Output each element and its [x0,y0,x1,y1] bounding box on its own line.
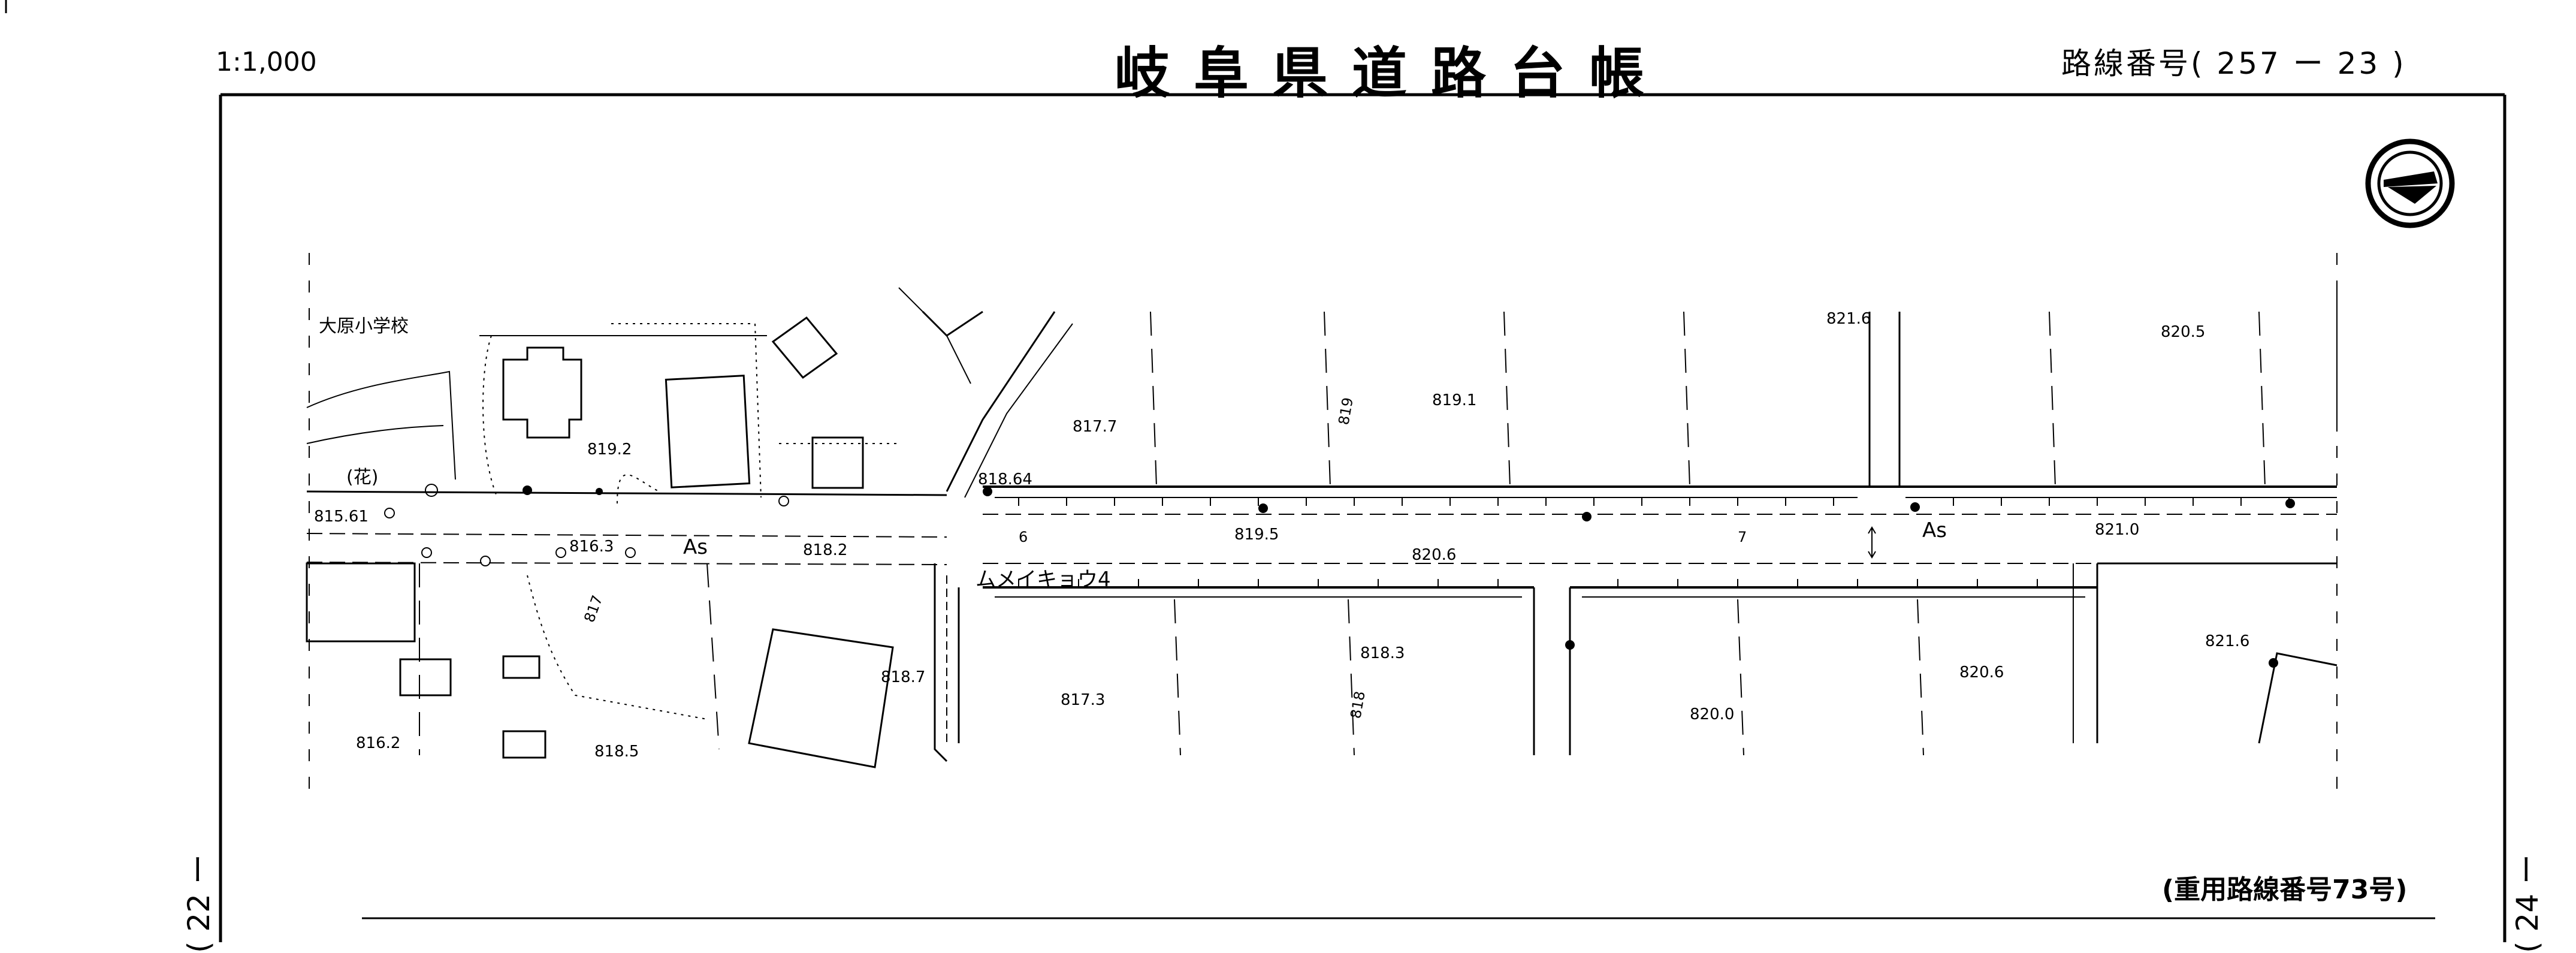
elevation-label: 820.6 [1959,664,2004,681]
elevation-label: 821.0 [2095,521,2139,539]
elevation-label: 815.61 [314,508,369,526]
elevation-label: 819.5 [1234,526,1279,544]
surface-label-as-right: As [1922,518,1947,542]
elevation-label: 820.6 [1412,546,1456,564]
road-name-label: ムメイキョウ4 [976,568,1111,592]
elevation-label: 816.3 [569,538,614,556]
elevation-label: 816.2 [356,734,400,752]
section-label-6: 6 [1019,529,1028,545]
elevation-label: 820.0 [1690,705,1734,723]
shared-route-note: (重用路線番号73号) [2162,874,2408,905]
utility-poles [523,485,2295,668]
surface-label-as-left: As [683,535,708,559]
section-label-7: 7 [1738,529,1747,545]
north-arrow-icon [2365,138,2455,228]
map-scale: 1:1,000 [216,47,317,77]
elevation-label: 819.2 [587,441,632,459]
contour-label-819: 819 [1335,396,1357,426]
buildings [306,310,2338,768]
elevation-label: 821.6 [2205,632,2249,650]
contour-label-817: 817 [581,593,606,625]
elevation-label: 817.7 [1073,418,1117,436]
elevation-label: 818.7 [881,668,925,686]
elevation-label: 818.2 [803,541,847,559]
school-label: 大原小学校 [319,316,409,337]
side-roads [898,287,2098,762]
elevation-labels: 815.61 816.3 818.2 818.64 819.2 817.7 81… [314,310,2249,761]
parcel-boundaries [419,311,2266,756]
flower-label: (花) [346,467,378,488]
elevation-label: 820.5 [2161,323,2205,341]
elevation-label: 821.6 [1826,310,1871,328]
route-number: 路線番号( 257 ー 23 ) [2061,46,2406,81]
elevation-label: 817.3 [1061,691,1105,709]
contour-label-818: 818 [1347,690,1369,720]
elevation-label: 818.64 [978,471,1032,488]
elevation-label: 819.1 [1432,391,1476,409]
elevation-label: 818.3 [1360,644,1405,662]
main-road [306,485,2337,598]
elevation-label: 818.5 [594,743,639,761]
